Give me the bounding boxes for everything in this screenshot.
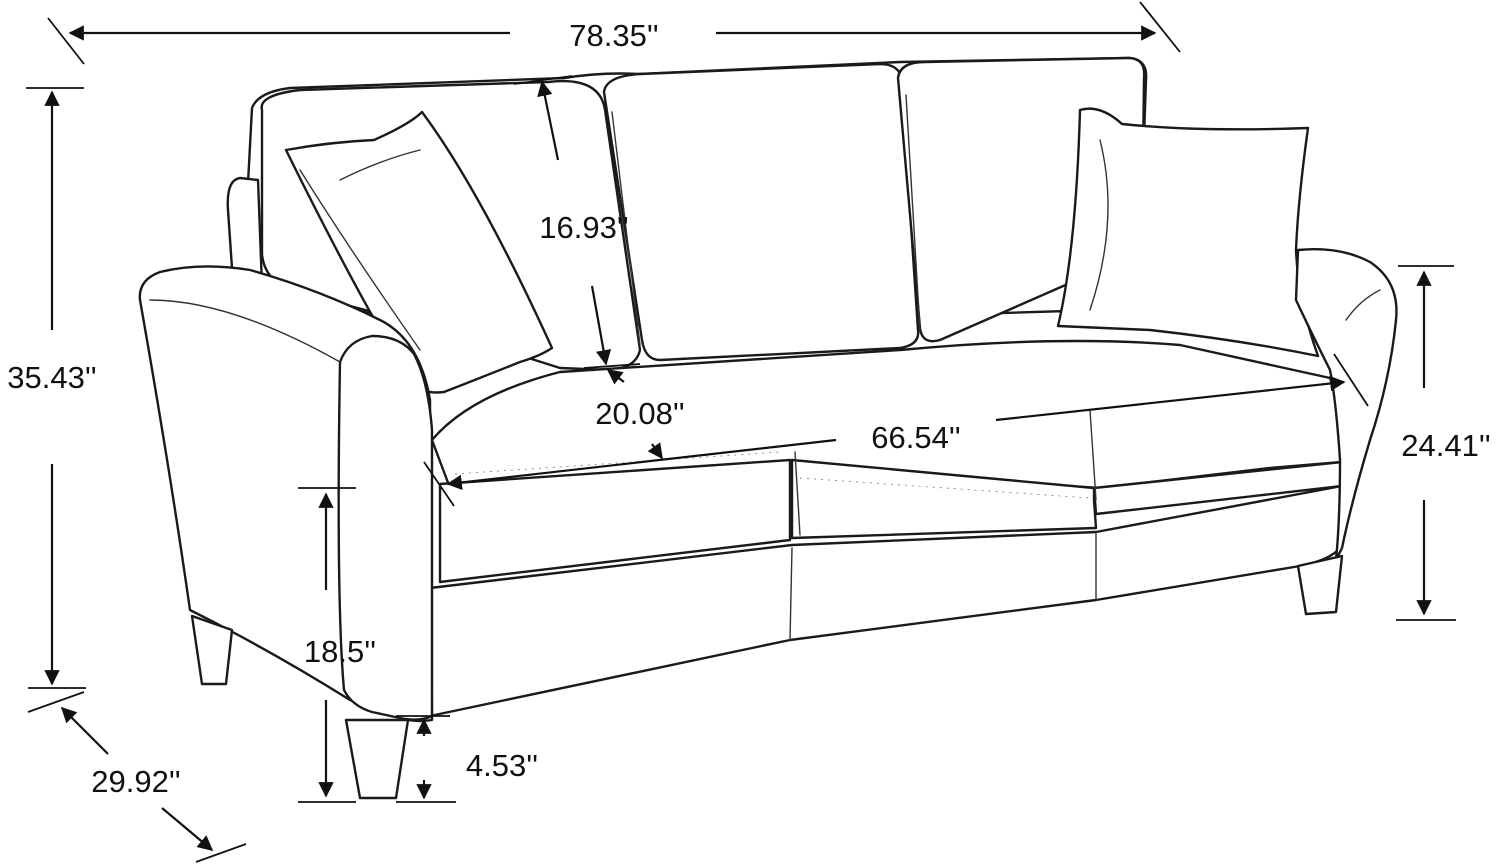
dim-arm-height: [1396, 265, 1456, 621]
label-seat-height: 18.5'': [304, 634, 376, 669]
leg-front-right: [1296, 554, 1344, 616]
back-cushion-middle: [602, 62, 920, 362]
dim-seat-height: [298, 487, 356, 803]
label-seat-depth: 20.08'': [595, 396, 684, 431]
label-arm-height: 24.41'': [1401, 428, 1490, 463]
label-overall-height: 35.43'': [7, 360, 96, 395]
dim-seat-width: [423, 353, 1369, 507]
dimension-labels: 78.35'' 35.43'' 29.92'' 16.93'' 20.08'' …: [7, 18, 1490, 799]
leg-front-left: [344, 718, 410, 800]
leg-back-left: [190, 614, 234, 686]
dimension-lines: [26, 1, 1456, 863]
label-overall-width: 78.35'': [569, 18, 658, 53]
dim-depth: [27, 691, 247, 863]
seat-cushion-front-left: [438, 458, 792, 584]
dim-back-cushion-height: [513, 75, 641, 369]
label-leg-height: 4.53'': [466, 748, 538, 783]
label-depth: 29.92'': [91, 764, 180, 799]
pillow-right: [1056, 107, 1320, 358]
dim-seat-depth: [606, 369, 663, 460]
dim-overall-height: [26, 87, 86, 689]
label-seat-width: 66.54'': [871, 420, 960, 455]
dim-leg-height: [396, 715, 456, 803]
dim-overall-width: [47, 1, 1181, 65]
label-back-cushion-height: 16.93'': [539, 210, 628, 245]
sofa-illustration: [138, 56, 1398, 800]
